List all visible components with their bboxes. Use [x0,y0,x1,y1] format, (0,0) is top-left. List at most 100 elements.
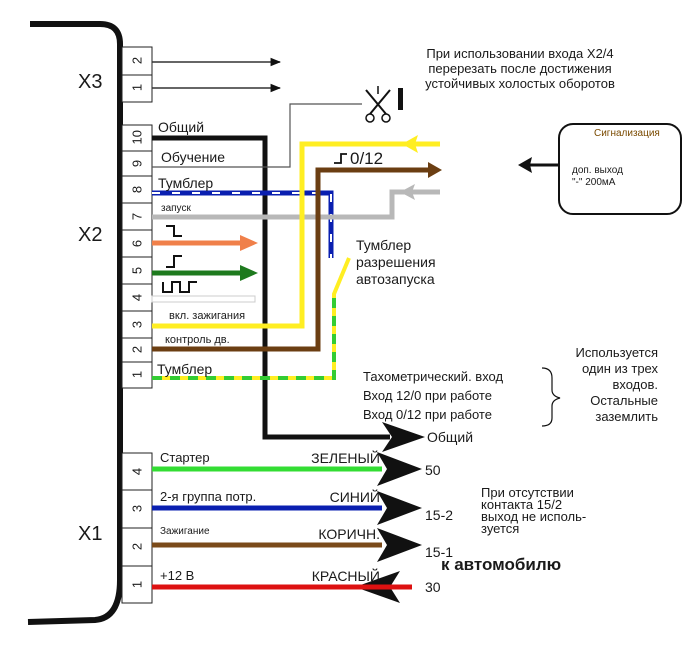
note-line: выход не исполь- [481,509,587,524]
note-line: зуется [481,521,520,536]
x2-pin-number: 4 [129,293,145,301]
x1-connector [121,452,153,604]
x2-pin10-common-wire [152,135,390,440]
x2-pin-number: 3 [129,320,145,328]
x3-pin-number: 1 [129,83,145,92]
note-line: контакта 15/2 [481,497,563,512]
rising-edge-icon [166,255,182,268]
x1-pin-number: 1 [129,580,145,588]
x2-pin4-wire [151,295,256,303]
note-line: При отсутствии [481,485,574,500]
x2-pin-number: 1 [129,370,145,379]
to-car-label: к автомобилю [441,555,562,574]
x2-pin7-label: запуск [161,203,191,214]
x1-wire-color-name: СИНИЙ [329,489,380,505]
common-label: Общий [427,429,474,445]
x3-pin-number: 2 [129,56,145,65]
x2-pin-number: 7 [129,212,145,220]
x2-pin6-arrow [240,235,258,251]
x2-pin-cell [121,175,153,204]
alarm-output-line2: "-" 200мА [572,177,616,188]
common-arrow-head [382,422,425,452]
x1-wire-name: Стартер [160,450,210,465]
unit-body-outline [27,21,123,625]
x1-pin-number: 4 [129,467,145,475]
scissors-icon [365,86,391,123]
x2-pin-cell [121,124,153,152]
x1-wire-arrow-out [377,528,422,562]
x2-pin7-arrow [400,184,415,200]
x1-pin-cell [121,527,153,567]
tacho-brace [541,367,561,427]
x1-label: X1 [78,523,103,545]
cut-note: При использовании входа X2/4 перерезать … [425,46,615,91]
x2-pin5-arrow [240,265,258,281]
side-note-line: заземлить [595,409,658,424]
x2-pin9-learn-wire [152,103,362,168]
x2-pin-cell [121,202,153,231]
x1-pin-cell [121,489,153,529]
x1-terminal-label: 15-1 [425,544,454,560]
x2-pin3-label: вкл. зажигания [169,310,246,322]
toggle-note-line: автозапуска [356,271,435,287]
x1-wire-arrow-out [377,452,422,486]
x2-pin1-label: Тумблер [157,361,213,377]
x2-pin-number: 10 [129,130,145,145]
rising-edge-0-12-icon [334,153,347,164]
side-note-line: входов. [612,377,658,392]
x2-connector [121,124,153,389]
x2-pin3-ignition-wire [152,141,440,329]
x1-pin-cell [121,565,153,604]
note-15-2: При отсутствии контакта 15/2 выход не ис… [481,485,587,536]
x1-terminal-label: 50 [425,462,441,478]
x2-pin2-label: контроль дв. [165,334,230,346]
tacho-inputs: Тахометрический. вход Вход 12/0 при рабо… [363,367,503,424]
x3-label: X3 [78,71,103,93]
x2-pin1-toggle-wire-dash [152,294,336,380]
x2-pin8-label: Тумблер [158,175,214,191]
x2-pin-number: 6 [129,239,145,247]
alarm-box [558,123,682,215]
x1-wire-color-name: ЗЕЛЕНЫЙ [311,450,380,466]
x2-pin9-label: Обучение [161,149,226,165]
side-note-line: Остальные [590,393,658,408]
x2-pin-number: 9 [129,159,145,167]
x2-pin8-toggle-wire-dash [152,192,332,258]
x1-pin-number: 2 [129,542,145,551]
x2-pin7-start-wire [152,189,440,220]
x1-terminal-label: 30 [425,579,441,595]
tacho-side-note: Используется один из трех входов. Осталь… [556,345,658,425]
x1-terminal-label: 15-2 [425,507,454,523]
x2-pin3-arrow [402,135,418,153]
x2-pin10-label: Общий [158,119,205,135]
x2-pin-cell [121,229,153,258]
cut-terminal-bar [398,88,403,110]
tacho-line: Тахометрический. вход [363,369,504,384]
x1-wire-name: +12 В [160,568,195,583]
x3-connector [121,46,153,103]
x2-pin2-arrow [428,162,442,178]
toggle-note: Тумблер разрешения автозапуска [356,237,436,288]
alarm-title: Сигнализация [594,128,660,139]
pulse-0-12-label: 0/12 [350,149,384,168]
x2-pin-number: 2 [129,345,145,354]
x2-pin2-engine-wire [152,167,430,352]
toggle-note-line: разрешения [356,254,436,270]
alarm-output-line1: доп. выход [572,165,623,176]
side-note-line: Используется [575,345,658,360]
tacho-line: Вход 0/12 при работе [363,407,492,422]
x1-wire-color-name: КОРИЧН. [318,526,380,542]
alarm-output-arrow [518,157,532,173]
x2-pin-cell [121,361,153,389]
falling-edge-icon [166,225,182,237]
x2-pin-number: 5 [129,266,145,274]
x2-pin-number: 8 [129,185,145,193]
side-note-line: один из трех [581,361,658,376]
x1-wire-name: Зажигание [160,526,210,537]
x1-pin-number: 3 [129,504,145,513]
toggle-note-line: Тумблер [356,237,412,253]
x1-wire-color-name: КРАСНЫЙ [311,568,380,584]
x2-pin-cell [121,150,153,177]
x1-wires [152,452,422,603]
